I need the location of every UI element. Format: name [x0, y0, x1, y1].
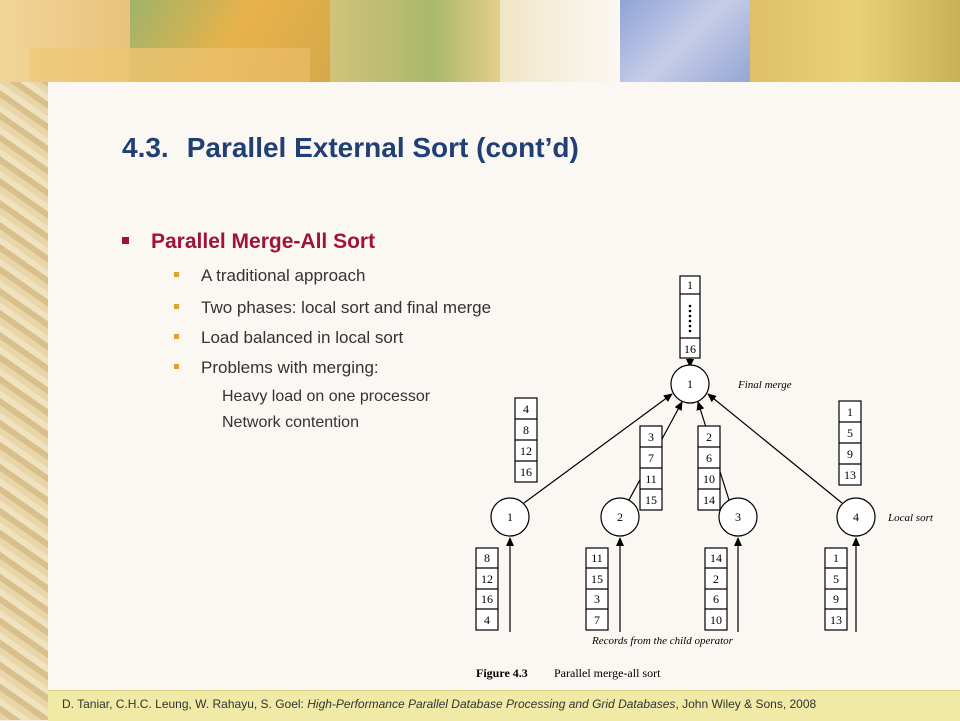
title-number: 4.3.	[122, 132, 169, 163]
footer-publisher: , John Wiley & Sons, 2008	[675, 697, 817, 711]
input-value: 5	[833, 572, 839, 586]
ellipsis-dots	[688, 304, 692, 333]
slide-content-area	[48, 82, 960, 690]
subbullet-label: A traditional approach	[201, 266, 366, 285]
input-value: 14	[710, 551, 722, 565]
input-value: 16	[481, 592, 493, 606]
sorted-value: 6	[706, 451, 712, 465]
sorted-value: 3	[648, 430, 654, 444]
square-bullet-icon	[174, 364, 179, 370]
footer-book-title: High-Performance Parallel Database Proce…	[307, 697, 676, 711]
sorted-value: 9	[847, 447, 853, 461]
figure-caption-text: Parallel merge-all sort	[554, 666, 661, 680]
input-value: 4	[484, 613, 490, 627]
square-bullet-icon	[174, 334, 179, 340]
input-value: 1	[833, 551, 839, 565]
sorted-value: 5	[847, 426, 853, 440]
input-value: 10	[710, 613, 722, 627]
sorted-value: 16	[520, 465, 532, 479]
final-node-label: 1	[687, 377, 693, 391]
merge-diagram: 1 16 1 1 2 3 4 4 8 12 16 3 7 11 15 2 6 1…	[475, 275, 934, 680]
footer-bar	[48, 690, 960, 721]
local-sort-label: Local sort	[887, 512, 934, 524]
square-bullet-icon	[174, 272, 179, 278]
subbullet: A traditional approach	[174, 266, 365, 286]
subsubbullet: Heavy load on one processor	[222, 388, 431, 405]
footer-citation: D. Taniar, C.H.C. Leung, W. Rahayu, S. G…	[62, 697, 816, 711]
square-bullet-icon	[174, 304, 179, 310]
subbullet-label: Load balanced in local sort	[201, 328, 404, 347]
node-label: 1	[507, 510, 513, 524]
sorted-value: 15	[645, 493, 657, 507]
subsubbullet: Network contention	[222, 414, 359, 431]
subbullet: Two phases: local sort and final merge	[174, 298, 491, 318]
sorted-value: 8	[523, 423, 529, 437]
sorted-value: 14	[703, 493, 715, 507]
node-label: 4	[853, 510, 859, 524]
input-value: 13	[830, 613, 842, 627]
sorted-value: 10	[703, 472, 715, 486]
title-text: Parallel External Sort (cont’d)	[186, 132, 579, 163]
bullet-main: Parallel Merge-All Sort	[122, 230, 375, 254]
input-value: 12	[481, 572, 493, 586]
input-value: 7	[594, 613, 600, 627]
records-label: Records from the child operator	[591, 635, 734, 647]
subbullet: Load balanced in local sort	[174, 328, 403, 348]
square-bullet-icon	[122, 236, 129, 244]
subbullet: Problems with merging:	[174, 358, 379, 378]
sorted-value: 2	[706, 430, 712, 444]
page-title: 4.3. Parallel External Sort (cont’d)	[122, 132, 579, 164]
subbullet-label: Problems with merging:	[201, 358, 379, 377]
left-texture-strip	[0, 0, 48, 720]
node-label: 3	[735, 510, 741, 524]
final-merge-label: Final merge	[737, 379, 792, 391]
input-value: 2	[713, 572, 719, 586]
sorted-value: 1	[847, 405, 853, 419]
input-value: 3	[594, 592, 600, 606]
input-value: 8	[484, 551, 490, 565]
input-value: 11	[591, 551, 603, 565]
bullet-main-label: Parallel Merge-All Sort	[151, 230, 376, 253]
input-value: 15	[591, 572, 603, 586]
sorted-value: 11	[645, 472, 657, 486]
footer-authors: D. Taniar, C.H.C. Leung, W. Rahayu, S. G…	[62, 697, 304, 711]
subbullet-label: Two phases: local sort and final merge	[201, 298, 492, 317]
final-output-last: 16	[684, 342, 696, 356]
figure-caption-label: Figure 4.3	[476, 666, 528, 680]
sorted-value: 12	[520, 444, 532, 458]
input-value: 6	[713, 592, 719, 606]
sorted-value: 7	[648, 451, 654, 465]
merge-diagram-figure: 1 16 1 1 2 3 4 4 8 12 16 3 7 11 15 2 6 1…	[470, 270, 950, 695]
node-label: 2	[617, 510, 623, 524]
top-banner	[0, 0, 960, 82]
final-output-first: 1	[687, 278, 693, 292]
sorted-value: 13	[844, 468, 856, 482]
input-value: 9	[833, 592, 839, 606]
sorted-value: 4	[523, 402, 529, 416]
